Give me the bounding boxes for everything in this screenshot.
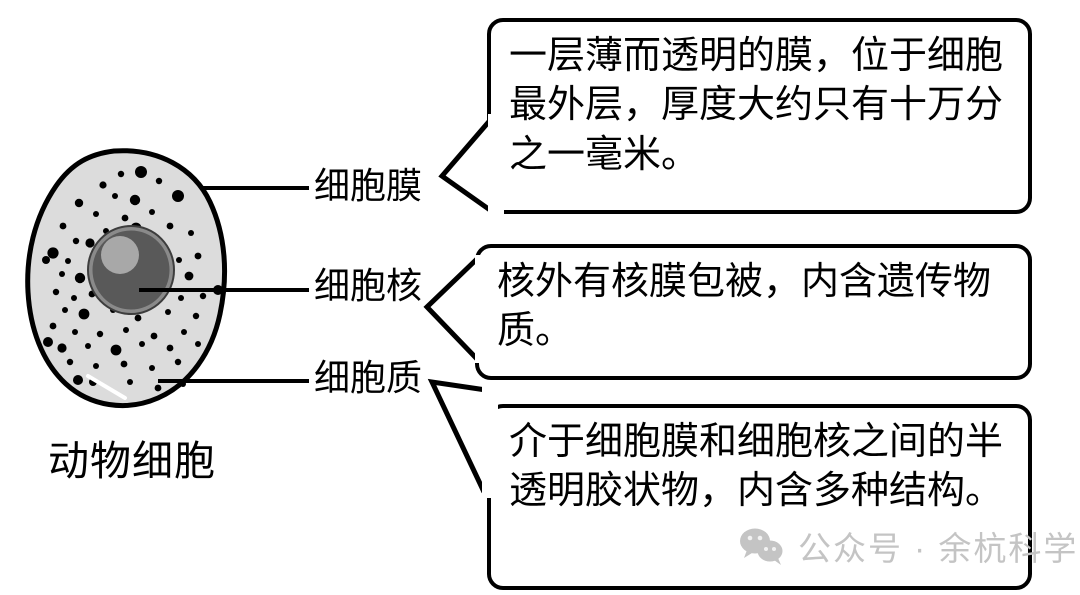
label-cell-nucleus: 细胞核 [314,266,423,306]
callout-nucleus-text: 核外有核膜包被，内含遗传物质。 [497,261,992,353]
leader-line-membrane [203,186,309,190]
label-cell-cytoplasm: 细胞质 [314,358,423,398]
nucleolus [101,236,139,274]
cytoplasm-granules [42,166,223,392]
callout-cell-membrane: 一层薄而透明的膜，位于细胞最外层，厚度大约只有十万分之一毫米。 [487,18,1032,214]
leader-line-nucleus [139,288,309,292]
callout-cell-cytoplasm: 介于细胞膜和细胞核之间的半透明胶状物，内含多种结构。 [487,404,1032,590]
watermark: 公众号 · 余杭科学 [738,522,1078,570]
callout-membrane-text: 一层薄而透明的膜，位于细胞最外层，厚度大约只有十万分之一毫米。 [509,35,1004,176]
animal-cell-diagram: 细胞膜 细胞核 细胞质 动物细胞 [0,0,470,595]
diagram-caption: 动物细胞 [48,438,216,484]
cell-highlight-streak [86,374,127,400]
cell-nucleus-edge [87,225,175,315]
callout-cell-nucleus: 核外有核膜包被，内含遗传物质。 [475,244,1032,380]
callout-cytoplasm-text: 介于细胞膜和细胞核之间的半透明胶状物，内含多种结构。 [509,421,1004,513]
leader-line-cytoplasm [158,379,309,383]
watermark-text: 公众号 · 余杭科学 [798,530,1079,567]
wechat-icon [740,528,783,565]
label-cell-membrane: 细胞膜 [314,166,423,206]
